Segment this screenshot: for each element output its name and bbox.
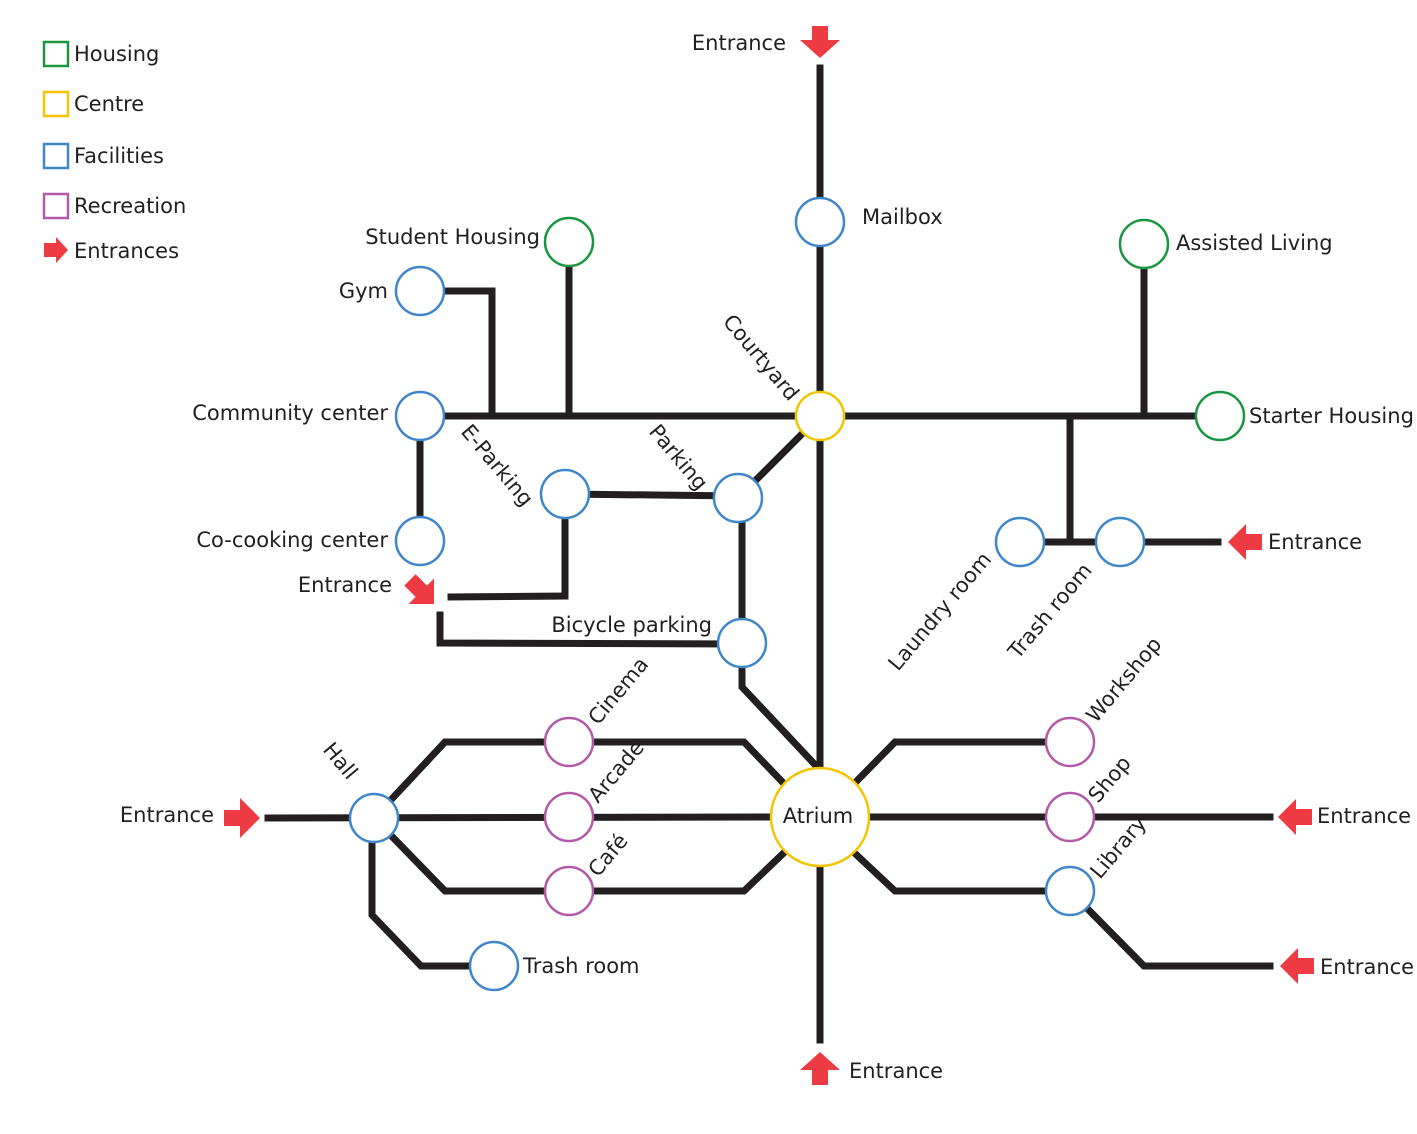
station-library[interactable] xyxy=(1044,865,1096,917)
line-atrium-workshop xyxy=(841,738,1074,797)
label-atrium: Atrium xyxy=(783,804,853,828)
label-trash-room-lower: Trash room xyxy=(522,954,640,978)
entrance-label-right-middle: Entrance xyxy=(1317,804,1411,828)
entrance-arrow-top[interactable] xyxy=(800,26,840,58)
station-trash-room-upper[interactable] xyxy=(1094,516,1146,568)
label-gym: Gym xyxy=(339,279,388,303)
entrance-label-top: Entrance xyxy=(692,31,786,55)
line-hall-trash-room xyxy=(368,814,498,970)
station-bicycle-parking[interactable] xyxy=(716,617,768,669)
label-assisted-living: Assisted Living xyxy=(1176,231,1333,255)
station-trash-room-lower[interactable] xyxy=(468,940,520,992)
line-hall-cafe-atrium xyxy=(369,813,797,895)
label-co-cooking-center: Co-cooking center xyxy=(196,528,388,552)
entrance-arrow-bottom[interactable] xyxy=(800,1052,840,1085)
label-cinema: Cinema xyxy=(583,652,653,729)
legend: Housing Centre Facilities Recreation Ent… xyxy=(42,40,186,263)
legend-label-centre: Centre xyxy=(74,92,144,116)
label-cafe: Café xyxy=(583,829,632,881)
stations xyxy=(348,196,1246,992)
label-bicycle-parking: Bicycle parking xyxy=(551,613,712,637)
legend-swatch-facilities xyxy=(42,142,70,170)
label-e-parking: E-Parking xyxy=(456,420,538,511)
station-e-parking[interactable] xyxy=(539,468,591,520)
legend-label-facilities: Facilities xyxy=(74,144,164,168)
station-parking[interactable] xyxy=(712,472,764,524)
legend-swatch-centre xyxy=(42,90,70,118)
label-library: Library xyxy=(1085,812,1151,884)
label-starter-housing: Starter Housing xyxy=(1249,404,1414,428)
label-community-center: Community center xyxy=(192,401,388,425)
label-courtyard: Courtyard xyxy=(718,310,804,406)
station-mailbox[interactable] xyxy=(794,196,846,248)
line-hall-cinema-atrium xyxy=(369,738,797,823)
station-hall[interactable] xyxy=(348,792,400,844)
station-starter-housing[interactable] xyxy=(1194,390,1246,442)
entrance-label-right-upper: Entrance xyxy=(1268,530,1362,554)
legend-label-housing: Housing xyxy=(74,42,159,66)
label-trash-room-upper: Trash room xyxy=(1003,559,1097,664)
entrance-arrow-right-upper[interactable] xyxy=(1228,524,1262,560)
label-student-housing: Student Housing xyxy=(365,225,540,249)
entrance-label-left-upper: Entrance xyxy=(298,573,392,597)
legend-label-entrances: Entrances xyxy=(74,239,179,263)
legend-arrow-icon xyxy=(44,237,68,263)
station-laundry-room[interactable] xyxy=(994,516,1046,568)
line-bicycle-entrance xyxy=(436,611,746,648)
legend-swatch-recreation xyxy=(42,192,70,220)
label-shop: Shop xyxy=(1083,751,1135,807)
line-eparking-entrance xyxy=(447,490,569,601)
entrance-label-right-lower: Entrance xyxy=(1320,955,1414,979)
entrance-label-left-lower: Entrance xyxy=(120,803,214,827)
line-parking-bicycle-atrium xyxy=(738,494,825,775)
station-student-housing[interactable] xyxy=(543,216,595,268)
label-hall: Hall xyxy=(318,738,362,784)
line-entrance-hall-atrium xyxy=(264,813,776,822)
legend-label-recreation: Recreation xyxy=(74,194,186,218)
entrance-arrow-left-upper[interactable] xyxy=(397,567,446,616)
entrance-arrow-left-lower[interactable] xyxy=(224,798,260,838)
entrance-label-bottom: Entrance xyxy=(849,1059,943,1083)
station-assisted-living[interactable] xyxy=(1118,218,1170,270)
entrance-arrow-right-middle[interactable] xyxy=(1278,799,1312,835)
entrance-labels: Entrance Entrance Entrance Entrance Entr… xyxy=(120,31,1414,1083)
line-eparking-to-parking xyxy=(561,490,742,500)
station-cinema[interactable] xyxy=(543,716,595,768)
station-workshop[interactable] xyxy=(1044,716,1096,768)
station-co-cooking-center[interactable] xyxy=(394,515,446,567)
label-workshop: Workshop xyxy=(1081,632,1166,727)
entrance-arrows xyxy=(224,26,1314,1085)
label-laundry-room: Laundry room xyxy=(883,547,996,675)
station-courtyard[interactable] xyxy=(794,390,846,442)
station-atrium[interactable] xyxy=(769,766,871,868)
station-cafe[interactable] xyxy=(543,865,595,917)
label-parking: Parking xyxy=(644,420,712,495)
legend-swatch-housing xyxy=(42,40,70,68)
station-arcade[interactable] xyxy=(543,791,595,843)
entrance-arrow-right-lower[interactable] xyxy=(1280,948,1314,984)
label-mailbox: Mailbox xyxy=(862,205,943,229)
station-shop[interactable] xyxy=(1044,791,1096,843)
station-gym[interactable] xyxy=(394,265,446,317)
station-community-center[interactable] xyxy=(394,390,446,442)
